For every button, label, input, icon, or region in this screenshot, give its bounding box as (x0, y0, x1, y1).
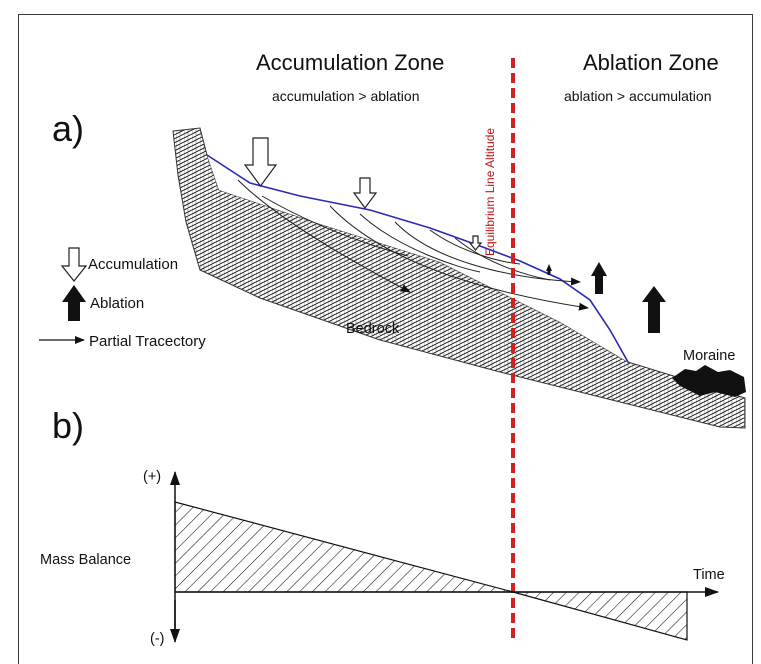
mass-balance-chart (170, 471, 719, 643)
glacier-body (207, 155, 628, 362)
accumulation-arrows (243, 137, 483, 251)
ablation-arrow-medium (591, 262, 607, 294)
y-axis-negative-label: (-) (150, 631, 165, 647)
ablation-zone-subtitle: ablation > accumulation (564, 88, 712, 104)
trajectory-line (454, 237, 551, 281)
legend-ablation-icon (62, 285, 86, 321)
flow-trajectories (237, 179, 589, 311)
bedrock-label: Bedrock (346, 321, 400, 337)
accumulation-zone-title: Accumulation Zone (256, 50, 445, 75)
moraine-shape (672, 365, 746, 397)
moraine-label: Moraine (683, 348, 736, 364)
legend-accumulation-icon (60, 247, 88, 282)
ablation-arrows (546, 262, 666, 333)
positive-balance-area (174, 501, 514, 593)
trajectory-line (329, 205, 589, 311)
x-axis-label: Time (693, 567, 725, 583)
figure-frame (18, 14, 753, 664)
panel-a-letter: a) (52, 108, 85, 149)
panel-b-letter: b) (52, 405, 85, 446)
ablation-arrow-large (642, 286, 666, 333)
legend-trajectory-label: Partial Tracectory (89, 333, 206, 350)
y-axis-label: Mass Balance (40, 552, 132, 568)
equilibrium-line-label: Equilibrium Line Altitude (483, 127, 497, 256)
legend-ablation-label: Ablation (90, 295, 145, 312)
ablation-arrow-small (546, 264, 552, 275)
glacier-surface (206, 154, 629, 363)
accumulation-zone-subtitle: accumulation > ablation (272, 88, 420, 104)
y-axis-positive-label: (+) (143, 469, 162, 485)
bedrock-band (172, 127, 746, 429)
trajectory-line (394, 221, 581, 286)
negative-balance-area (512, 591, 688, 641)
ablation-zone-title: Ablation Zone (583, 50, 719, 75)
accumulation-arrow-large (243, 137, 278, 188)
trajectory-line (261, 195, 409, 257)
legend-glyphs (39, 247, 88, 344)
accumulation-arrow-medium (352, 177, 378, 210)
accumulation-arrow-small (468, 235, 483, 251)
legend-accumulation-label: Accumulation (88, 256, 179, 273)
trajectory-line (359, 213, 481, 273)
trajectory-line (237, 179, 411, 293)
